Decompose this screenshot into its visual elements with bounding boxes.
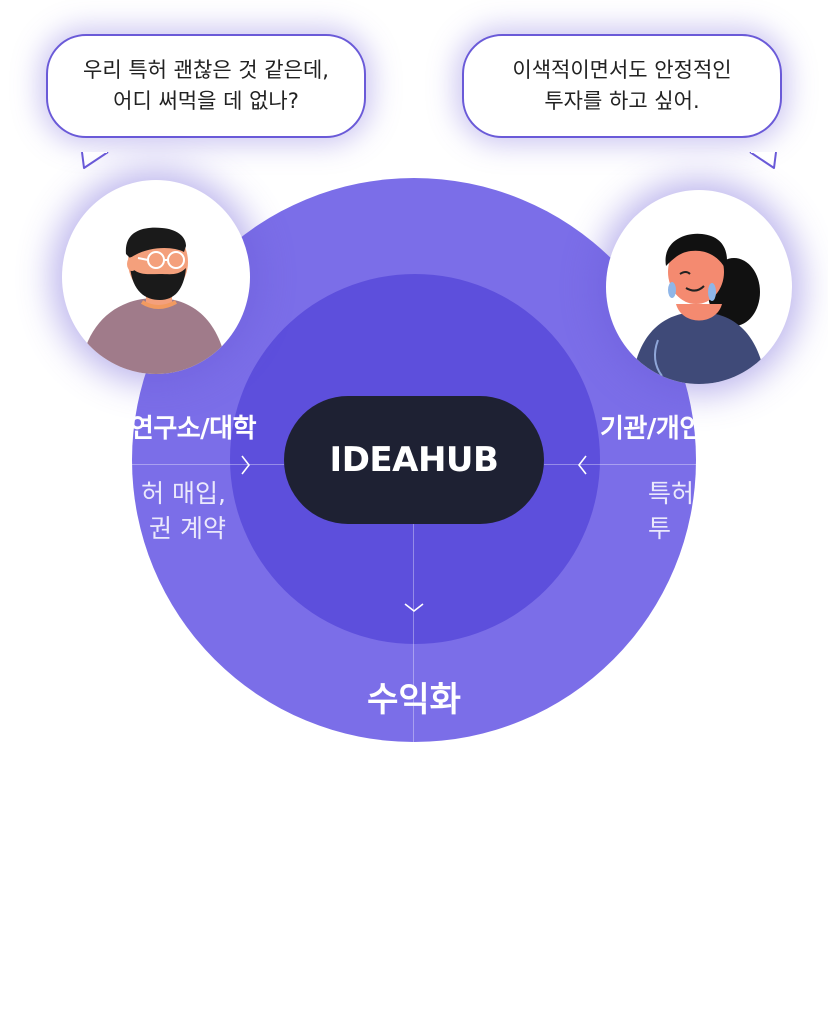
right-node-desc-line2: 투 — [648, 514, 672, 543]
right-node-description: 특허 투 — [648, 476, 694, 546]
speech-bubble-left-line2: 어디 써먹을 데 없나? — [113, 89, 299, 113]
hub-label: IDEAHUB — [284, 396, 544, 524]
left-node-desc-line2: 권 계약 — [149, 514, 226, 543]
bottom-node-title: 수익화 — [367, 680, 461, 720]
avatar-woman — [606, 190, 792, 384]
speech-bubble-right-line1: 이색적이면서도 안정적인 — [512, 58, 732, 82]
right-node-title: 기관/개인 투자 — [600, 414, 759, 444]
speech-bubble-left-line1: 우리 특허 괜찮은 것 같은데, — [83, 58, 329, 82]
speech-bubble-left: 우리 특허 괜찮은 것 같은데, 어디 써먹을 데 없나? — [46, 34, 366, 169]
connector-line-left — [132, 464, 284, 465]
left-node-title: /연구소/대학 — [120, 414, 257, 444]
speech-bubble-left-text: 우리 특허 괜찮은 것 같은데, 어디 써먹을 데 없나? — [83, 55, 329, 117]
left-node-description: 허 매입, 권 계약 — [141, 476, 226, 546]
right-node-desc-line1: 특허 — [648, 479, 695, 508]
connector-line-right — [544, 464, 696, 465]
speech-bubble-right-line2: 투자를 하고 싶어. — [544, 89, 700, 113]
connector-line-down — [413, 524, 414, 742]
chevron-right-icon — [238, 454, 252, 476]
speech-bubble-right-text: 이색적이면서도 안정적인 투자를 하고 싶어. — [512, 55, 731, 117]
left-node-desc-line1: 허 매입, — [141, 479, 226, 508]
avatar-man — [62, 180, 250, 374]
chevron-down-icon — [403, 600, 425, 614]
chevron-left-icon — [576, 454, 590, 476]
speech-bubble-right: 이색적이면서도 안정적인 투자를 하고 싶어. — [462, 34, 782, 169]
